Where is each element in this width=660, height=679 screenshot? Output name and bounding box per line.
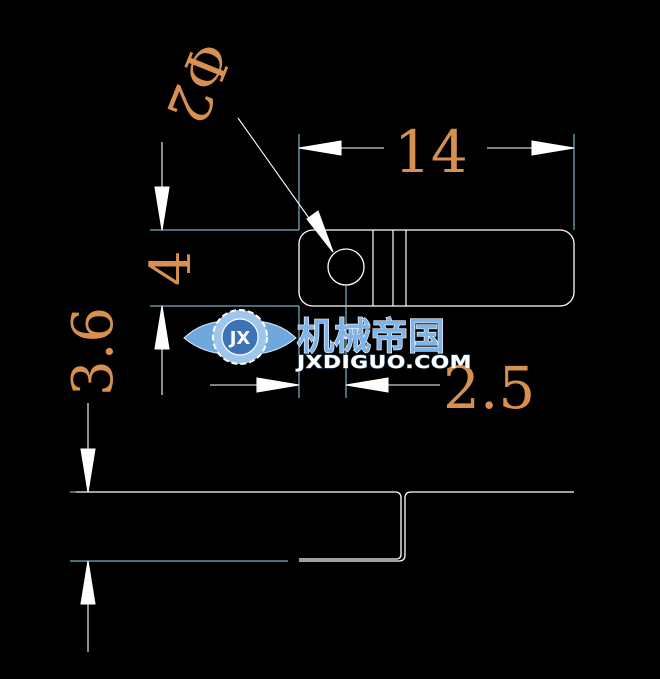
dim-slot-height: 4	[139, 250, 204, 286]
top-view	[298, 229, 575, 307]
tab-outline	[298, 229, 575, 307]
watermark-title: 机械帝国	[297, 315, 445, 358]
dim-hole-diameter: Φ2	[152, 33, 243, 133]
watermark-url: JXDIGUO.COM	[295, 352, 472, 373]
side-view	[76, 491, 574, 562]
dim-step-height: 3.6	[61, 307, 126, 396]
mounting-hole	[327, 248, 365, 286]
gear-wings-logo: JX	[183, 309, 297, 365]
watermark: JX 机械帝国 JXDIGUO.COM	[183, 309, 472, 373]
logo-emblem-text: JX	[228, 328, 251, 349]
dim-overall-length: 14	[394, 118, 468, 186]
dim-hole-offset: 2.5	[443, 354, 535, 422]
dimension-lines	[80, 117, 575, 652]
profile-upper-edge	[76, 491, 402, 560]
profile-lower-edge	[299, 491, 574, 562]
